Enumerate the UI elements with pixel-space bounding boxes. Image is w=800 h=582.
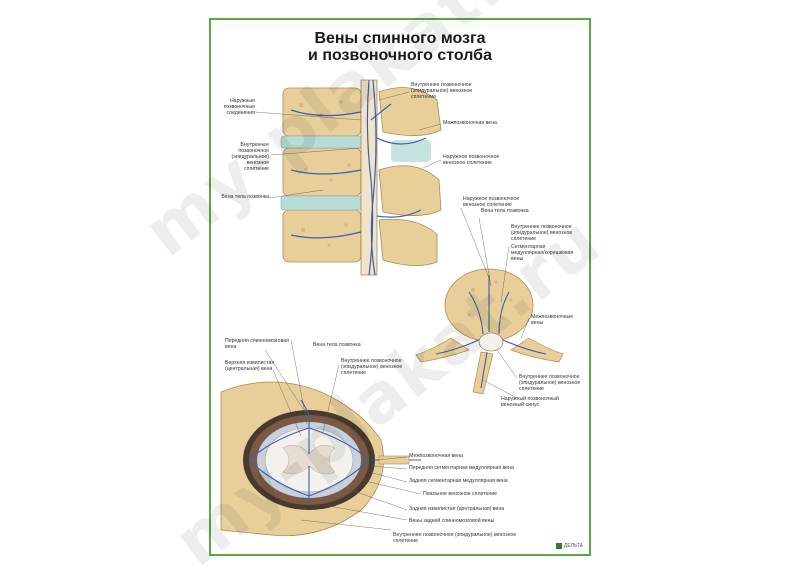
label-segmental-vein: Сегментарная медуллярная/корешковая вены — [511, 244, 574, 262]
axial-vertebra-illustration — [415, 268, 564, 395]
label-anterior-segmental: Передняя сегментарная медуллярная вена — [409, 465, 514, 471]
poster-title: Вены спинного мозга и позвоночного столб… — [211, 30, 589, 64]
title-line-1: Вены спинного мозга — [314, 30, 486, 47]
label-internal-plexus-mid: Внутреннее позвоночное (эпидуральное) ве… — [511, 224, 573, 242]
label-external-plexus-top: Наружное позвоночное венозное сплетение — [443, 154, 500, 166]
brand-mark-icon — [555, 543, 562, 549]
label-posterior-segmental: Задняя сегментарная медуллярная вена — [409, 478, 508, 484]
label-anterior-spinal-vein: Передняя спинномозговая вена — [225, 338, 289, 350]
leader-lines — [254, 91, 530, 531]
label-internal-plexus-footer: Внутреннее позвоночное (эпидуральное) ве… — [393, 532, 517, 544]
label-internal-plexus-low: Внутреннее позвоночное (эпидуральное) ве… — [519, 374, 581, 392]
label-intervertebral-vein-bottom: Межпозвоночная вена — [409, 453, 463, 459]
label-internal-plexus-left: Внутреннее позвоночное (эпидуральное) ве… — [231, 142, 269, 172]
label-external-plexus-mid: Наружное позвоночное венозное сплетение — [463, 196, 520, 208]
label-internal-plexus-top: Внутреннее позвоночное (эпидуральное) ве… — [411, 82, 473, 100]
spinal-cord-cross-section — [220, 381, 421, 537]
poster: Вены спинного мозга и позвоночного столб… — [209, 18, 591, 556]
label-posterior-spinal-veins: Вены задней спинномозговой вены — [409, 518, 495, 524]
anatomy-illustrations — [220, 79, 564, 537]
title-line-2: и позвоночного столба — [308, 47, 492, 64]
label-vertebral-body-vein-left: Вена тела позвонка — [221, 194, 269, 200]
label-posterior-sinuous: Задняя извилистая (центральная) вена — [409, 506, 505, 512]
label-internal-plexus-bottom: Внутреннее позвоночное (эпидуральное) ве… — [341, 358, 403, 376]
label-outer-connections: Наружные позвоночные соединения — [223, 98, 255, 116]
label-intervertebral-veins: Межпозвоночные вены — [531, 314, 574, 326]
label-basivertebral-sinus: Наружный позвоночный венозный синус — [501, 396, 559, 408]
label-intervertebral-vein-top: Межпозвоночная вена — [443, 120, 497, 126]
sagittal-spine-illustration — [280, 79, 442, 276]
label-pial-plexus: Пиальное венозное сплетение — [423, 491, 498, 497]
label-upper-sinuous-vein: Верхняя извилистая (центральная) вена — [225, 360, 275, 372]
label-vertebral-body-vein-bottom: Вена тела позвонка — [313, 342, 361, 348]
brand-name: ДЕЛЬТА — [563, 543, 583, 549]
brand-logo: ДЕЛЬТА — [555, 543, 583, 549]
label-vertebral-body-vein-mid: Вена тела позвонка — [481, 208, 529, 214]
